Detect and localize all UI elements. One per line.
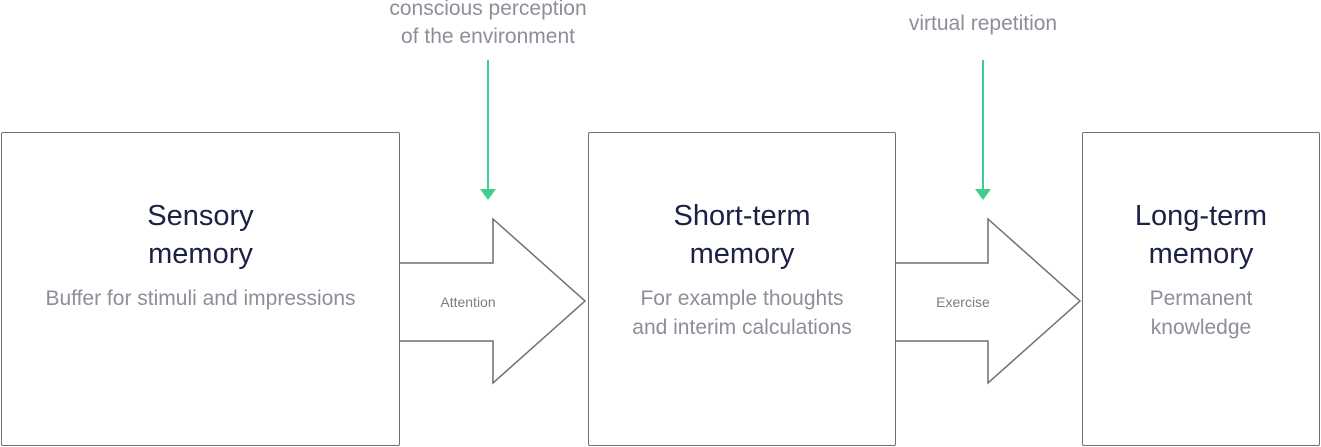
repetition-input-arrow [975,60,991,200]
attention-arrow-label: Attention [440,294,496,310]
exercise-arrow-shape [884,217,1082,385]
sensory-memory-box: Sensory memory Buffer for stimuli and im… [1,132,400,446]
perception-input-arrow [480,60,496,200]
short-term-memory-title: Short-term memory [673,200,811,270]
long-term-memory-title: Long-term memory [1134,200,1268,270]
attention-arrow-shape [389,217,587,385]
long-term-memory-box: Long-term memory Permanent knowledge [1082,132,1320,446]
short-term-memory-box: Short-term memory For example thoughts a… [588,132,896,446]
short-term-memory-description: For example thoughts and interim calcula… [632,287,852,339]
perception-input-label: conscious perception of the environment [389,0,587,48]
sensory-memory-description: Buffer for stimuli and impressions [45,287,356,310]
long-term-memory-description: Permanent knowledge [1149,287,1253,339]
repetition-input-label: virtual repetition [908,12,1058,35]
exercise-arrow-label: Exercise [936,294,990,310]
sensory-memory-title: Sensory memory [147,200,254,270]
